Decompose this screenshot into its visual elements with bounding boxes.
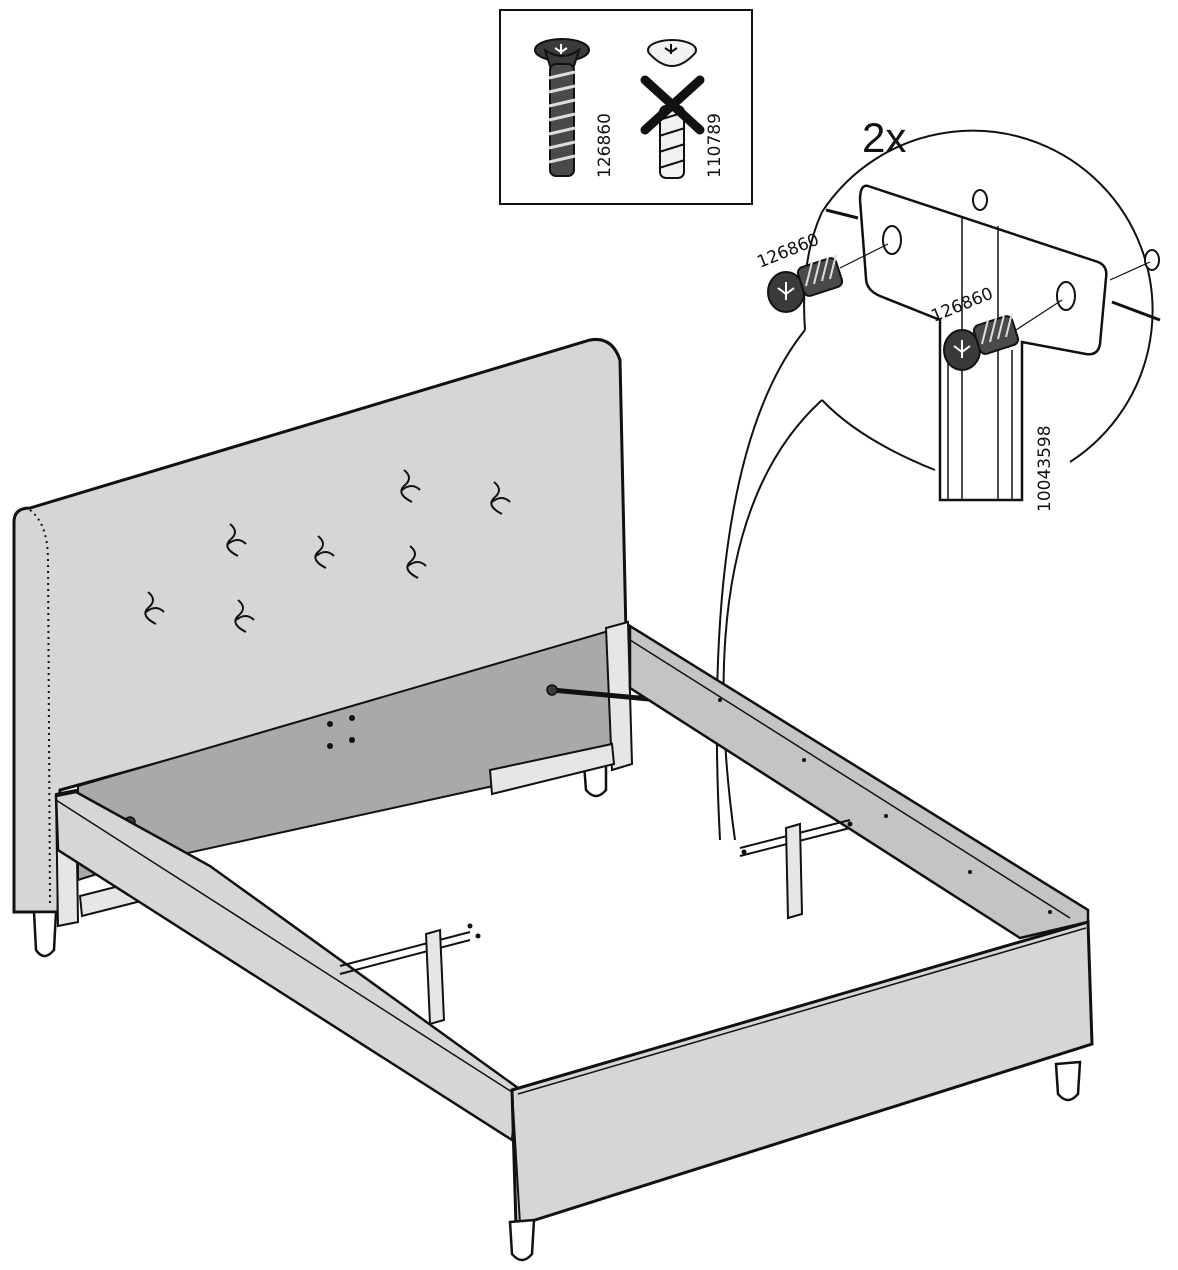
mounting-holes [327,715,355,749]
center-bracket-back [739,819,853,920]
screw-126860-icon [767,254,844,313]
foot-rail [510,920,1094,1229]
bed-illustration [12,337,1094,1262]
wrong-screw-code: 110789 [705,113,725,178]
screw-110789-icon [647,39,697,179]
multiplier-label: 2x [862,114,906,161]
x-mark-icon [640,75,705,135]
correct-screw-code: 126860 [595,113,615,178]
tufting-buttons [144,469,511,633]
detail-callout: 2x 126860 126860 100 [715,114,1161,841]
bracket-code: 10043598 [1035,425,1055,512]
screw-126860-icon [943,312,1020,371]
side-rail-left [54,790,520,1143]
center-bracket-front [339,923,481,1026]
screw-126860-icon [534,38,590,177]
screw-panel: 126860 110789 [499,9,753,205]
side-rail-right [628,623,1090,940]
bed-legs [508,1060,1082,1262]
headboard-bracket-right [488,620,661,796]
